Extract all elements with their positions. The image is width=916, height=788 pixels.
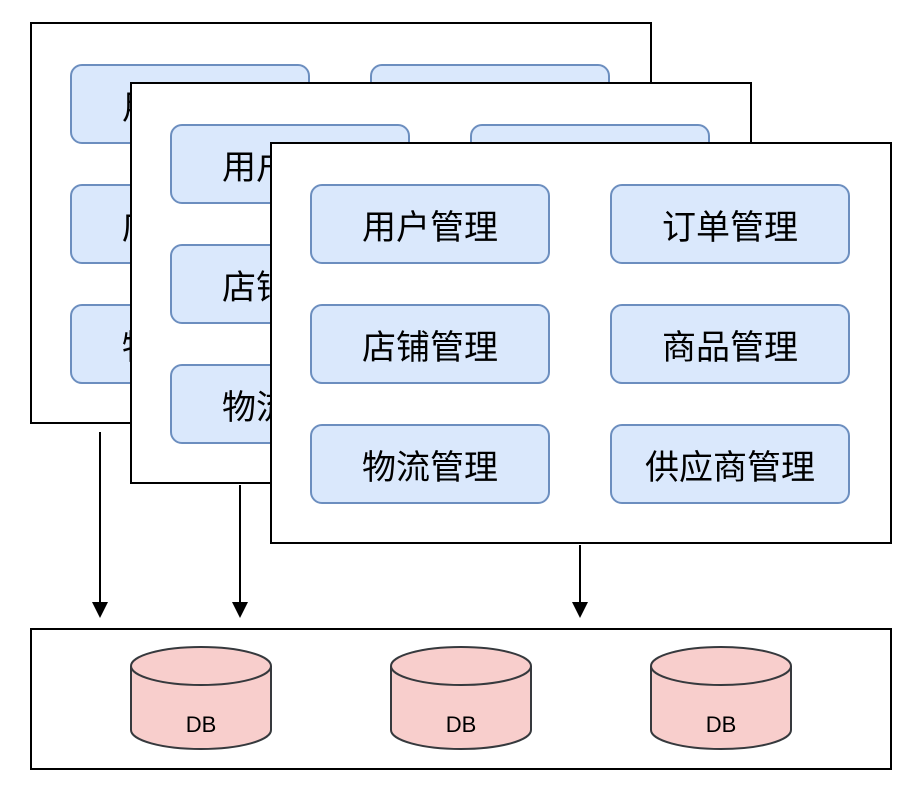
module-user: 用户管理	[310, 184, 550, 264]
database-label: DB	[185, 712, 217, 737]
database-label: DB	[445, 712, 477, 737]
module-logistics: 物流管理	[310, 424, 550, 504]
module-product: 商品管理	[610, 304, 850, 384]
database-label: DB	[705, 712, 737, 737]
database-icon	[650, 646, 792, 750]
module-supplier: 供应商管理	[610, 424, 850, 504]
database-icon	[390, 646, 532, 750]
database-cylinder: DB	[130, 646, 272, 750]
database-cylinder: DB	[390, 646, 532, 750]
module-store: 店铺管理	[310, 304, 550, 384]
arrow-back-to-db	[92, 432, 108, 618]
database-icon	[130, 646, 272, 750]
module-order: 订单管理	[610, 184, 850, 264]
service-instance-front: 用户管理 订单管理 店铺管理 商品管理 物流管理 供应商管理	[270, 142, 892, 544]
arrow-front-to-db	[572, 545, 588, 618]
database-cylinder: DB	[650, 646, 792, 750]
arrow-middle-to-db	[232, 485, 248, 618]
